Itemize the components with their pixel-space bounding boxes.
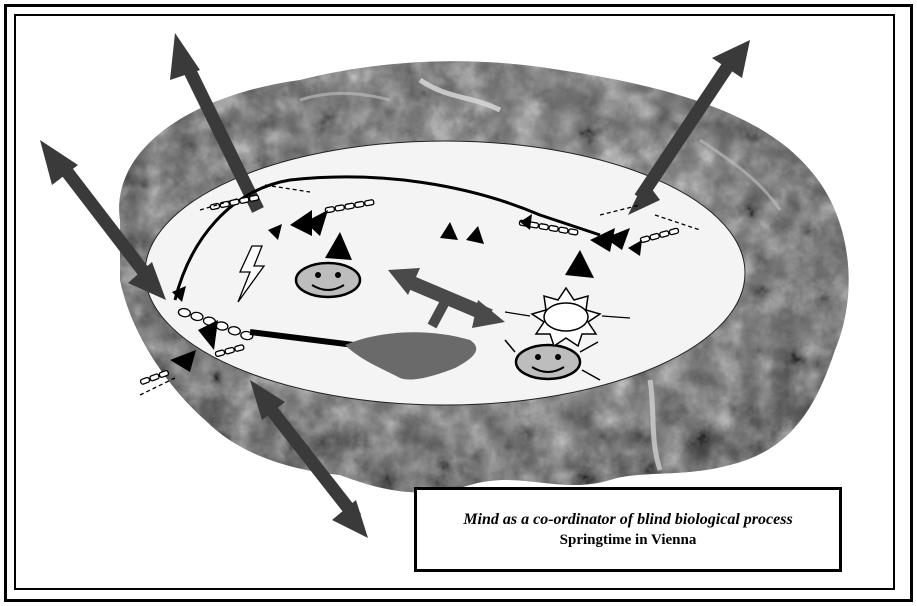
caption-box: Mind as a co-ordinator of blind biologic…	[414, 487, 842, 572]
caption-subtitle: Springtime in Vienna	[560, 530, 697, 551]
smiley-face-icon	[296, 263, 360, 297]
caption-title: Mind as a co-ordinator of blind biologic…	[463, 509, 792, 530]
